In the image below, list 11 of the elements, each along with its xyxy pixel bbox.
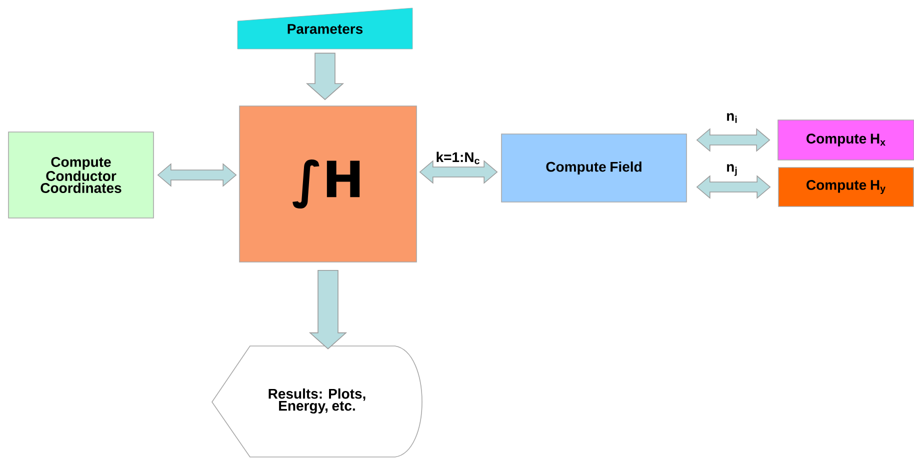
- process-box: ∫H: [239, 106, 417, 262]
- process-box: Compute H$_{y}$: [778, 167, 914, 207]
- edge-label: n$_{j}$: [725, 163, 739, 177]
- input-box: Parameters: [237, 8, 413, 50]
- process-box: Compute Conductor Coordinates: [8, 132, 154, 218]
- edge-label: n$_{i}$: [725, 112, 739, 124]
- block-arrow: [308, 270, 348, 350]
- process-box: Compute H$_{x}$: [778, 120, 914, 160]
- process-box: Compute Field: [501, 134, 687, 202]
- block-arrow: [306, 52, 344, 100]
- edge-label: k=1:N$_{c}$: [434, 150, 482, 166]
